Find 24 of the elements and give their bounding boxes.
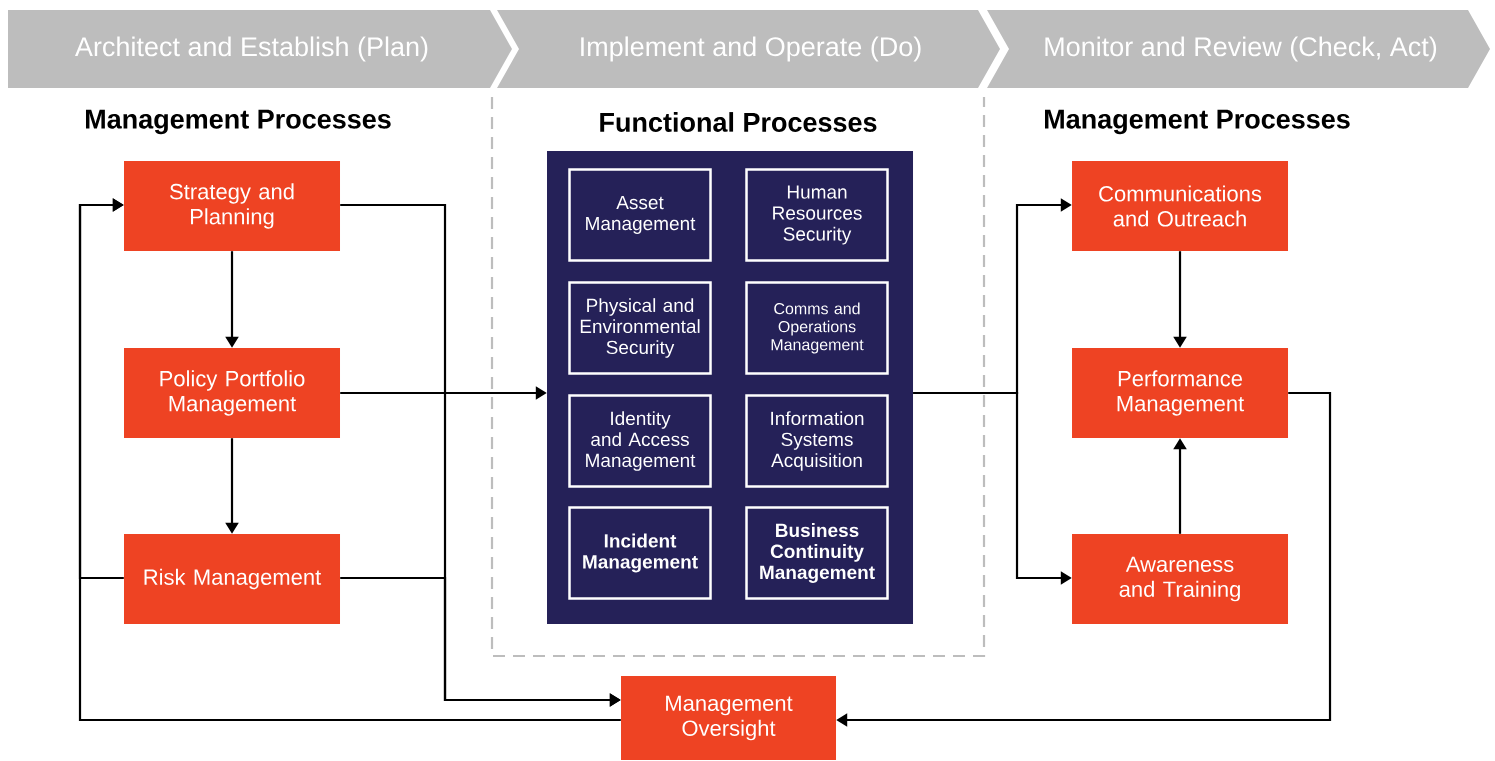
process-box: Policy Portfolio Management: [124, 348, 340, 438]
arrow: [78, 198, 124, 580]
process-box: Incident Management: [568, 506, 712, 600]
process-box: Identity and Access Management: [568, 394, 712, 488]
process-box: Risk Management: [124, 534, 340, 624]
process-box: Strategy and Planning: [124, 161, 340, 251]
node-label: Architect and Establish (Plan): [74, 36, 428, 62]
process-box: Asset Management: [568, 168, 712, 262]
node-label: Monitor and Review (Check, Act): [1045, 36, 1437, 62]
process-box: Comms and Operations Management: [745, 281, 889, 375]
process-box: Communications and Outreach: [1072, 161, 1288, 251]
process-box: Management Oversight: [621, 676, 836, 760]
process-box: Human Resources Security: [745, 168, 889, 262]
process-box: Business Continuity Management: [745, 506, 889, 600]
chevron-banner: Implement and Operate (Do): [497, 10, 1000, 88]
node-label: Implement and Operate (Do): [581, 36, 921, 62]
process-box: Physical and Environmental Security: [568, 281, 712, 375]
chevron-banner: Monitor and Review (Check, Act): [987, 10, 1490, 88]
heading: Management Processes: [1045, 109, 1350, 135]
process-box: Performance Management: [1072, 348, 1288, 438]
process-box: Information Systems Acquisition: [745, 394, 889, 488]
chevron-banner: Architect and Establish (Plan): [8, 10, 512, 88]
process-box: Awareness and Training: [1072, 534, 1288, 624]
heading: Management Processes: [86, 109, 391, 135]
